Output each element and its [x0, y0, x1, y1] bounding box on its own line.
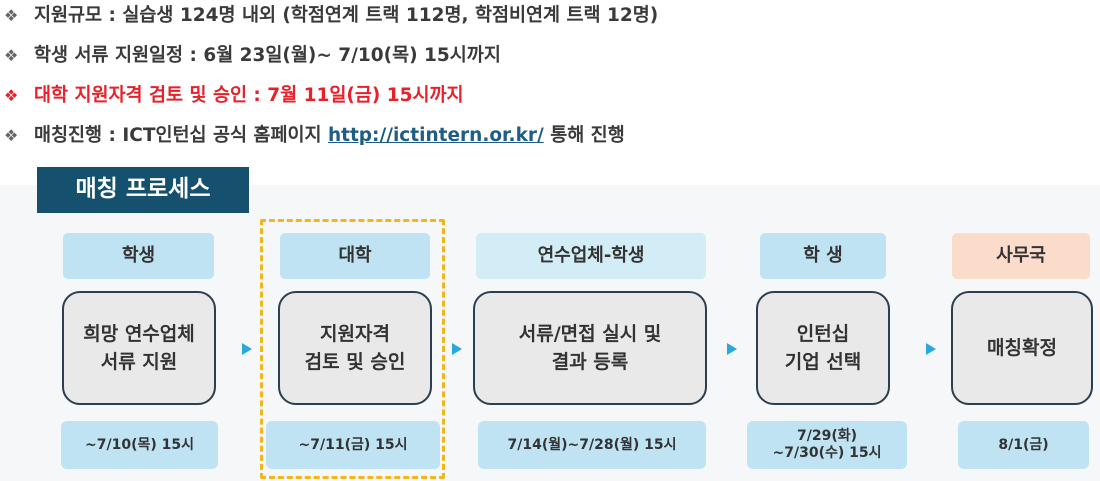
process-title: 매칭 프로세스: [37, 167, 249, 213]
step-date-university: ~7/11(금) 15시: [266, 421, 440, 469]
step-date-line: ~7/30(수) 15시: [772, 445, 882, 461]
bullet-text: 지원규모 : 실습생 124명 내외 (학점연계 트랙 112명, 학점비연계 …: [34, 5, 659, 26]
bullet-text: 대학 지원자격 검토 및 승인 : 7월 11일(금) 15시까지: [34, 85, 464, 106]
bullet-text-suffix: 통해 진행: [543, 125, 625, 146]
highlight-dashed-frame: [260, 219, 445, 479]
step-date-line: 7/29(화): [796, 428, 857, 444]
info-bullet-list: ❖ 지원규모 : 실습생 124명 내외 (학점연계 트랙 112명, 학점비연계…: [4, 0, 1094, 156]
ictintern-link[interactable]: http://ictintern.or.kr/: [327, 125, 544, 146]
step-date-secretariat: 8/1(금): [958, 421, 1089, 469]
arrow-right-icon: [452, 343, 462, 355]
step-date-line: ~7/11(금) 15시: [298, 436, 408, 453]
step-box-line: 매칭확정: [987, 337, 1057, 359]
step-header-student: 학생: [63, 233, 214, 279]
step-box-secretariat: 매칭확정: [951, 291, 1093, 405]
step-box-line: 희망 연수업체: [83, 323, 195, 345]
step-box-line: 결과 등록: [551, 351, 629, 373]
step-date-student: ~7/10(목) 15시: [61, 421, 218, 469]
bullet-support-scale: ❖ 지원규모 : 실습생 124명 내외 (학점연계 트랙 112명, 학점비연계…: [4, 0, 1094, 36]
diamond-bullet-icon: ❖: [4, 6, 19, 25]
arrow-right-icon: [926, 343, 936, 355]
diamond-bullet-icon: ❖: [4, 86, 19, 105]
bullet-matching-progress: ❖ 매칭진행 : ICT인턴십 공식 홈페이지 http://ictintern.…: [4, 116, 1094, 156]
step-date-company-student: 7/14(월)~7/28(월) 15시: [478, 421, 706, 469]
step-box-line: 서류/면접 실시 및: [518, 323, 662, 345]
step-date-line: 7/14(월)~7/28(월) 15시: [507, 436, 677, 453]
arrow-right-icon: [242, 343, 252, 355]
step-date-line: ~7/10(목) 15시: [85, 436, 194, 453]
step-date-line: 8/1(금): [998, 436, 1049, 453]
step-header-student-choice: 학 생: [760, 233, 886, 279]
bullet-text: 학생 서류 지원일정 : 6월 23일(월)~ 7/10(목) 15시까지: [34, 45, 501, 66]
step-box-line: 검토 및 승인: [304, 351, 406, 373]
step-header-university: 대학: [280, 233, 430, 279]
step-box-line: 지원자격: [320, 323, 390, 345]
step-box-line: 서류 지원: [100, 351, 178, 373]
arrow-right-icon: [727, 343, 737, 355]
diamond-bullet-icon: ❖: [4, 46, 19, 65]
step-header-secretariat: 사무국: [952, 233, 1090, 279]
diamond-bullet-icon: ❖: [4, 126, 19, 145]
step-date-student-choice: 7/29(화)~7/30(수) 15시: [747, 421, 907, 469]
bullet-student-schedule: ❖ 학생 서류 지원일정 : 6월 23일(월)~ 7/10(목) 15시까지: [4, 36, 1094, 76]
step-box-line: 인턴십: [796, 323, 850, 345]
bullet-text-prefix: 매칭진행 : ICT인턴십 공식 홈페이지: [34, 125, 328, 146]
bullet-university-approval: ❖ 대학 지원자격 검토 및 승인 : 7월 11일(금) 15시까지: [4, 76, 1094, 116]
step-box-line: 기업 선택: [784, 351, 862, 373]
step-header-company-student: 연수업체-학생: [476, 233, 706, 279]
